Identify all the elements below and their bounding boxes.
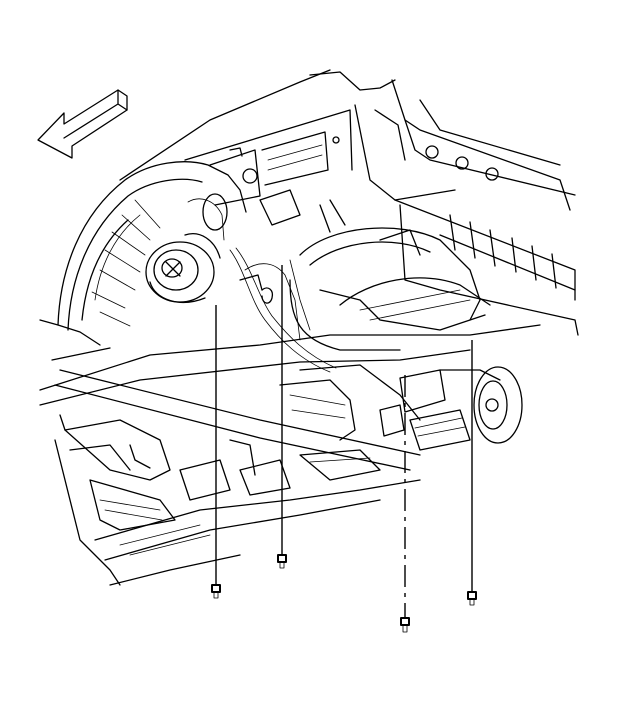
rear-body-panel [119,69,353,206]
rear-axle-hub-right [379,366,523,451]
direction-arrow-icon [37,89,128,159]
fastener-2 [277,265,287,569]
fastener-3 [400,375,410,633]
quarter-panel [309,71,579,336]
rear-wheelhouse [39,161,247,346]
spare-tire-well [259,189,491,351]
fastener-1 [211,305,221,599]
wiring-harness [229,247,337,373]
fastener-4 [467,340,477,606]
wheel-hub [145,193,228,303]
frame-crossmember [39,324,541,471]
forward-floor-pan [54,414,421,586]
